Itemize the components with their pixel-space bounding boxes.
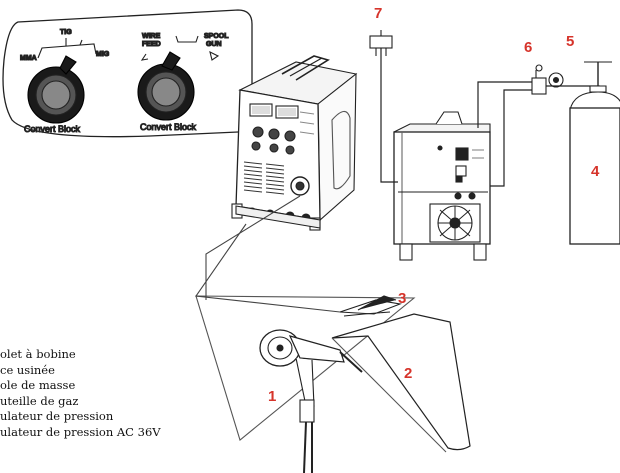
ground-cable — [195, 223, 341, 313]
torch-cable — [205, 195, 301, 300]
legend-item-1: olet à bobine — [0, 347, 76, 361]
mode-label-wire-feed-2: FEED — [142, 41, 161, 48]
mode-label-spool-gun-2: GUN — [206, 41, 222, 48]
workpiece — [195, 295, 471, 453]
parts-legend: olet à bobine ce usinée ole de masse ute… — [0, 347, 161, 441]
legend-item-2: ce usinée — [0, 362, 55, 377]
right-knob-label: Convert Block — [140, 122, 197, 132]
mode-label-spool-gun-1: SPOOL — [204, 33, 229, 40]
legend-item-4: uteille de gaz — [0, 393, 79, 408]
gas-bottle — [569, 61, 620, 245]
callout-1: 1 — [268, 388, 277, 405]
callout-6: 6 — [524, 39, 533, 56]
mode-label-mig: MIG — [96, 51, 110, 58]
spool-gun-icon — [209, 50, 220, 61]
legend-item-5: ulateur de pression — [0, 409, 114, 424]
wire-feed-icon — [140, 53, 149, 61]
legend-item-3: ole de masse — [0, 378, 76, 393]
welding-machine — [231, 55, 358, 231]
gas-regulator — [477, 64, 600, 187]
knob-detail-panel: MMA TIG MIG Convert Block WIRE FEED SPOO… — [2, 9, 253, 138]
legend-item-6: ulateur de pression AC 36V — [0, 424, 161, 439]
ground-clamp — [339, 295, 403, 317]
callout-4: 4 — [591, 163, 600, 180]
left-knob-label: Convert Block — [24, 124, 81, 134]
callout-2: 2 — [404, 365, 413, 382]
mode-label-mma: MMA — [20, 55, 37, 62]
mode-label-tig: TIG — [60, 29, 72, 36]
callout-5: 5 — [566, 33, 575, 50]
wire-feeder — [393, 111, 491, 261]
callout-3: 3 — [398, 290, 407, 307]
feed-selector-knob — [137, 35, 220, 121]
mode-label-wire-feed-1: WIRE — [142, 33, 161, 40]
power-plug — [369, 30, 398, 183]
mode-selector-knob — [27, 38, 97, 124]
spool-gun — [259, 329, 363, 473]
callout-7: 7 — [374, 5, 383, 22]
